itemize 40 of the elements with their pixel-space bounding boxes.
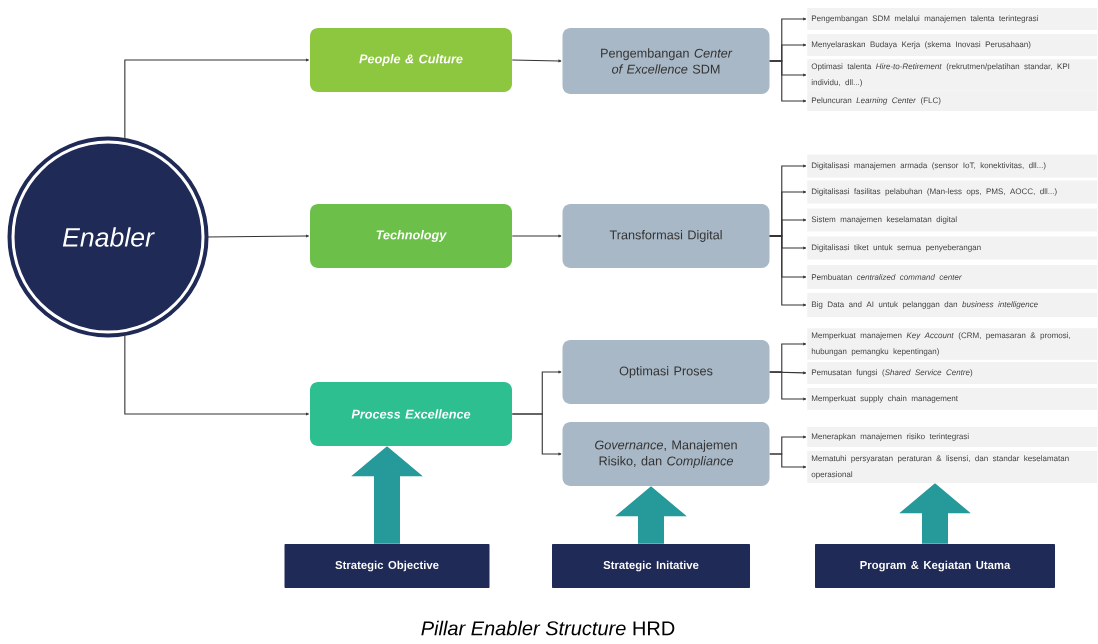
column-label-box: Program & Kegiatan Utama — [815, 544, 1055, 588]
program-item: Digitalisasi fasilitas pelabuhan (Man-less ops, PMS, AOCC, dll...) — [807, 180, 1098, 204]
program-item: Big Data and AI untuk pelanggan dan business intelligence — [807, 293, 1098, 317]
program-item: Memperkuat supply chain management — [807, 388, 1098, 410]
program-item: Pembuatan centralized command center — [807, 265, 1098, 289]
node-label: Pemusatan fungsi (Shared Service Centre) — [811, 369, 973, 377]
arrow — [511, 59, 562, 63]
initiative-box: Optimasi Proses — [562, 340, 770, 404]
node-label: Memperkuat manajemen Key Account (CRM, pemasaran & promosi, hubungan pemangku kepentingan) — [811, 332, 1071, 356]
arrow — [124, 58, 310, 143]
node-label: Optimasi talenta Hire-to-Retirement (rekrutmen/pelatihan standar, KPI individu, dll...) — [811, 63, 1070, 87]
program-item: Memperkuat manajemen Key Account (CRM, pemasaran & promosi, hubungan pemangku kepentingan) — [807, 328, 1098, 360]
program-item: Menyelaraskan Budaya Kerja (skema Inovasi Perusahaan) — [807, 34, 1098, 56]
initiative-box: Transformasi Digital — [562, 204, 770, 268]
arrow — [769, 60, 807, 103]
column-label-box: Strategic Objective — [284, 544, 490, 588]
program-item: Digitalisasi tiket untuk semua penyeberangan — [807, 236, 1098, 260]
pillar-box: People & Culture — [310, 28, 512, 92]
column-label-box: Strategic Initative — [552, 544, 750, 588]
program-item: Pemusatan fungsi (Shared Service Centre) — [807, 362, 1098, 384]
caption: Pillar Enabler Structure HRD — [421, 620, 675, 636]
arrow — [511, 413, 562, 456]
pillar-box: Technology — [310, 204, 512, 268]
initiative-box: Governance, Manajemen Risiko, dan Compliance — [562, 422, 770, 486]
arrow — [124, 331, 310, 416]
program-item: Mematuhi persyaratan peraturan & lisensi, dan standar keselamatan operasional — [807, 451, 1098, 483]
program-item: Peluncuran Learning Center (FLC) — [807, 91, 1098, 111]
program-item: Digitalisasi manajemen armada (sensor IoT, konektivitas, dll...) — [807, 154, 1098, 178]
program-item: Sistem manajemen keselamatan digital — [807, 208, 1098, 232]
arrow — [769, 453, 807, 469]
pillar-box: Process Excellence — [310, 382, 512, 446]
node-label: Peluncuran Learning Center (FLC) — [811, 97, 941, 105]
arrow — [511, 234, 562, 238]
arrow — [769, 235, 807, 307]
arrow — [769, 371, 807, 401]
program-item: Pengembangan SDM melalui manajemen talenta terintegrasi — [807, 8, 1098, 30]
initiative-box: Pengembangan Center of Excellence SDM — [562, 28, 770, 94]
arrow — [204, 234, 310, 238]
program-item: Menerapkan manajemen risiko terintegrasi — [807, 427, 1098, 447]
program-item: Optimasi talenta Hire-to-Retirement (rekrutmen/pelatihan standar, KPI individu, dll...) — [807, 59, 1098, 91]
